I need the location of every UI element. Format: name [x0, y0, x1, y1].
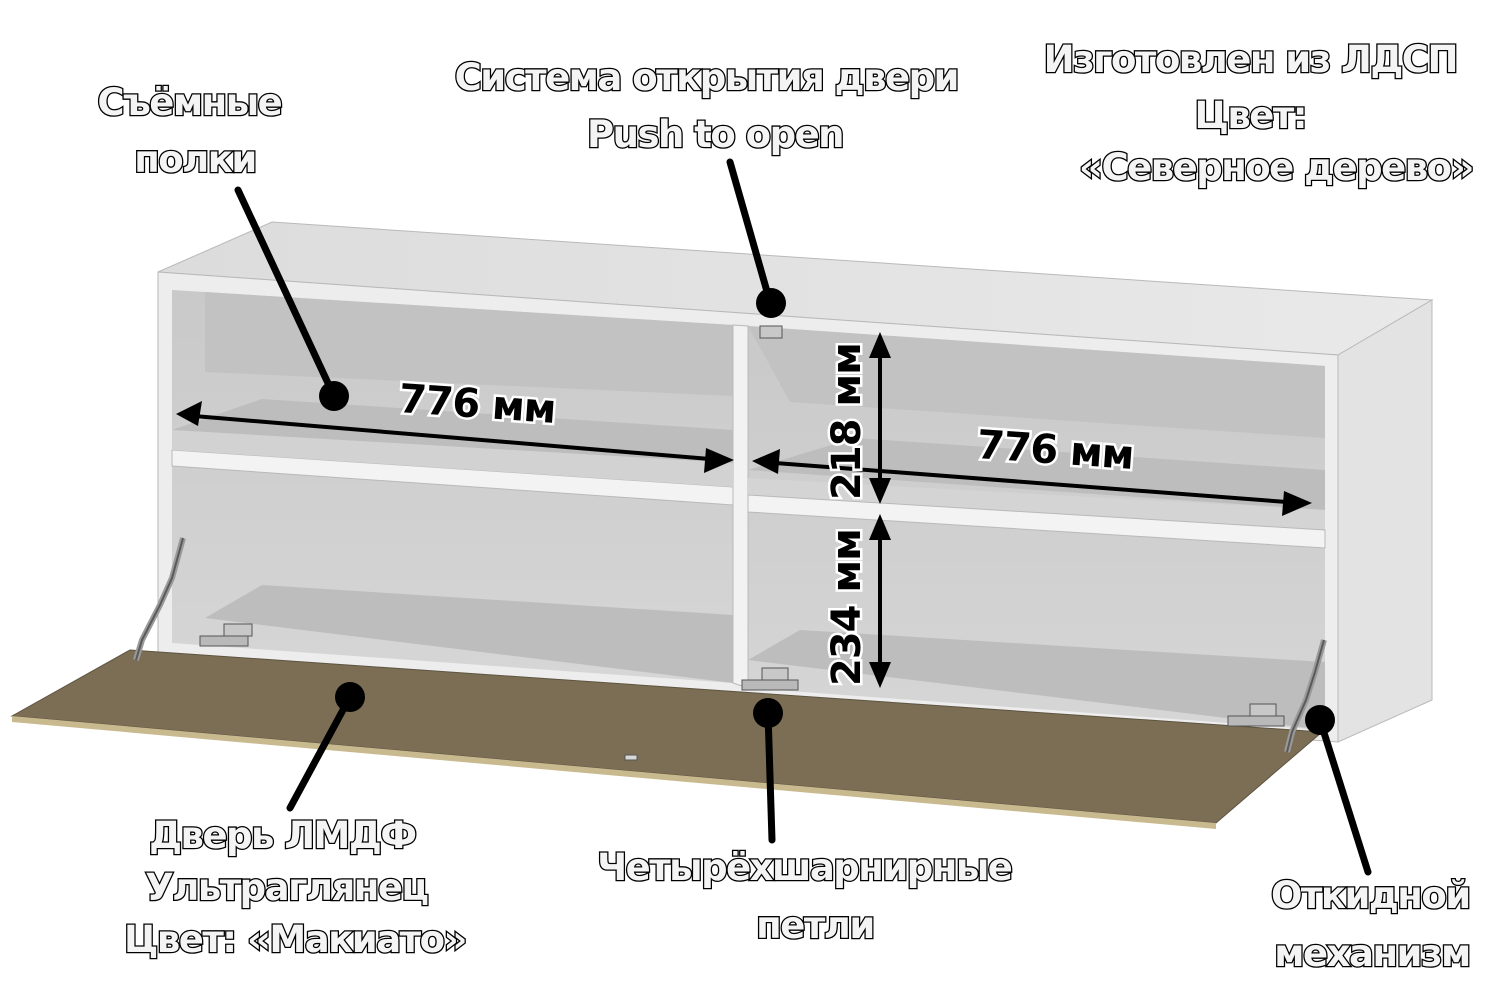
callout-shelves: Съёмные полки [97, 81, 292, 181]
hinge-left [199, 623, 253, 647]
left-shelf-top [172, 399, 733, 463]
callout-mechanism: Откидной механизм [1271, 874, 1481, 975]
cabinet-carcass [157, 221, 1434, 743]
callout-hinges: Четырёхшарнирные петли [597, 846, 1023, 947]
left-compartment-back [205, 292, 733, 396]
dimension-lines [176, 332, 1312, 688]
hardware [133, 325, 1327, 753]
hinge-right [1227, 703, 1285, 727]
leader-shelves [234, 186, 338, 400]
door-edge [12, 716, 1216, 829]
height-lower-label: 234 мм [824, 529, 870, 686]
cabinet-right-panel [1337, 299, 1433, 743]
left-bottom-floor [205, 585, 733, 683]
leader-mechanism [1316, 716, 1372, 876]
callout-door: Дверь ЛМДФ Ультраглянец Цвет: «Макиато» [124, 814, 466, 961]
push-to-open-latch [759, 325, 783, 339]
height-upper-label: 218 мм [824, 343, 870, 500]
left-shelf-surface [172, 430, 733, 487]
leader-push [726, 158, 774, 306]
leader-hinges [764, 709, 776, 844]
right-bottom-floor [748, 630, 1325, 730]
callout-push-to-open: Система открытия двери Push to open [455, 56, 970, 156]
leaders [234, 158, 1372, 876]
right-compartment-back [748, 326, 1325, 438]
width-right-arrow [761, 460, 1301, 505]
right-shelf-front [747, 494, 1326, 549]
width-left-arrow [181, 413, 723, 462]
center-divider [732, 324, 749, 689]
leader-door [286, 693, 354, 812]
right-shelf-surface [748, 478, 1325, 530]
callout-material: Изготовлен из ЛДСП Цвет: «Северное дерев… [1044, 38, 1473, 189]
hinge-center [741, 667, 799, 691]
push-latch [624, 754, 638, 761]
